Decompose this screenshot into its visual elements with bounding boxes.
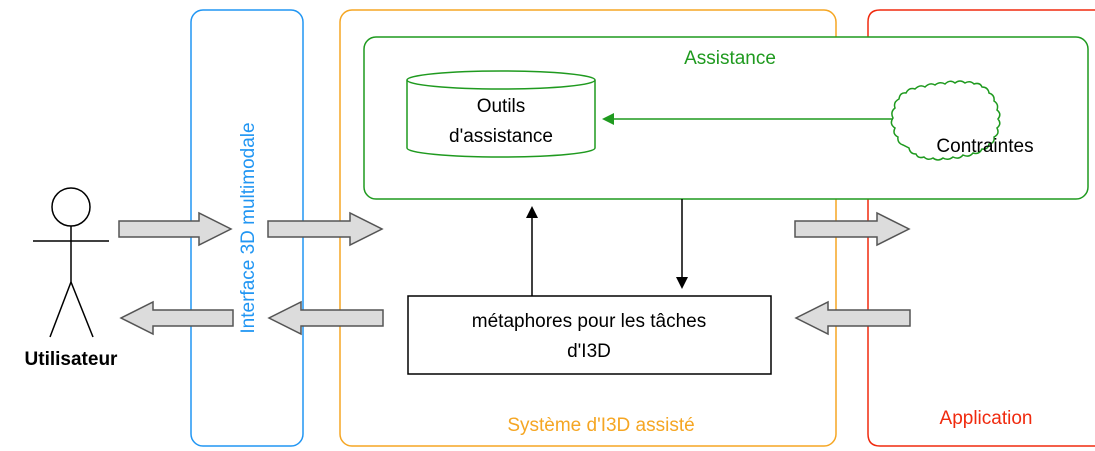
tools-cylinder <box>406 70 596 158</box>
flow-arrow-interface-to-system <box>267 211 384 247</box>
constraints-cloud <box>890 80 1001 161</box>
constraints-label: Contraintes <box>936 136 1033 157</box>
flow-arrow-system-to-interface <box>267 300 384 336</box>
flow-arrow-system-to-application <box>794 211 911 247</box>
assistance-label: Assistance <box>684 48 776 69</box>
metaphors-label-line2: d'I3D <box>567 341 611 362</box>
tools-label-line2: d'assistance <box>449 126 553 147</box>
metaphors-label-line1: métaphores pour les tâches <box>472 311 706 332</box>
flow-arrow-interface-to-user <box>119 300 234 336</box>
interface-label: Interface 3D multimodale <box>238 122 259 333</box>
user-stick-figure-icon <box>33 187 109 338</box>
metaphors-box <box>407 295 772 375</box>
application-label: Application <box>940 408 1033 429</box>
flow-arrow-application-to-system <box>794 300 911 336</box>
system-label: Système d'I3D assisté <box>507 415 694 436</box>
actor-label: Utilisateur <box>25 349 119 370</box>
tools-label-line1: Outils <box>477 96 526 117</box>
flow-arrow-user-to-interface <box>118 211 233 247</box>
